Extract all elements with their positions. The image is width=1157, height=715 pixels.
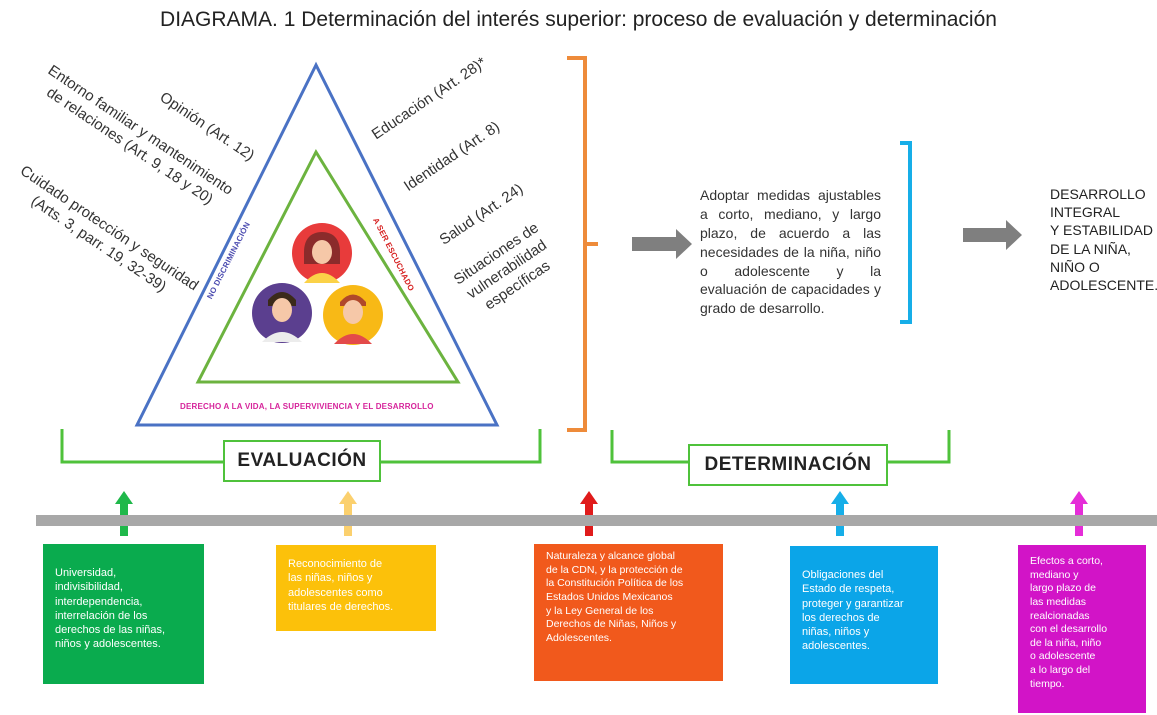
measures-text: Adoptar medidas ajustables a corto, medi… — [700, 187, 881, 317]
card-line: niños y adolescentes. — [55, 638, 161, 651]
boy-avatar-icon — [252, 283, 312, 343]
diagram-title: DIAGRAMA. 1 Determinación del interés su… — [160, 8, 997, 31]
card-line: largo plazo de — [1030, 582, 1096, 595]
card-line: interdependencia, — [55, 595, 143, 608]
card-line: adolescentes. — [802, 640, 870, 653]
card-line: titulares de derechos. — [288, 600, 394, 613]
card-line: tiempo. — [1030, 677, 1065, 690]
card-line: interrelación de los — [55, 609, 148, 622]
card-line: adolescentes como — [288, 586, 383, 599]
card-line: o adolescente — [1030, 650, 1096, 663]
up-arrow-icon — [339, 491, 357, 536]
girl-avatar-icon — [292, 223, 352, 283]
card-line: Naturaleza y alcance global — [546, 550, 675, 562]
up-arrow-icon — [115, 491, 133, 536]
card-line: Reconocimiento de — [288, 558, 383, 570]
arrow-right-icon — [963, 220, 1022, 250]
child-avatar-icon — [323, 285, 383, 345]
card-line: los derechos de — [802, 611, 880, 624]
card-line: proteger y garantizar — [802, 597, 904, 610]
card-line: de la CDN, y la protección de — [546, 563, 683, 576]
card-line: de la niña, niño — [1030, 636, 1102, 649]
card-line: la Constitución Política de los — [546, 577, 684, 590]
evaluation-bracket — [567, 56, 598, 432]
card-line: y la Ley General de los — [546, 604, 654, 617]
result-text: DESARROLLO INTEGRAL Y ESTABILIDAD DE LA … — [1050, 186, 1157, 293]
card-line: Derechos de Niñas, Niños y — [546, 618, 677, 631]
card-reconocimiento: Reconocimiento de las niñas, niños y ado… — [276, 545, 436, 631]
card-line: indivisibilidad, — [55, 581, 123, 594]
card-line: las medidas — [1030, 595, 1087, 608]
card-line: Adolescentes. — [546, 631, 612, 644]
card-obligaciones-estado: Obligaciones del Estado de respeta, prot… — [790, 546, 938, 684]
determination-bracket — [900, 141, 912, 324]
card-line: Universidad, — [55, 567, 117, 579]
timeline-bar — [36, 515, 1157, 526]
card-line: Efectos a corto, — [1030, 555, 1103, 567]
up-arrow-icon — [580, 491, 598, 536]
card-line: Estados Unidos Mexicanos — [546, 590, 673, 603]
label-derecho-vida: DERECHO A LA VIDA, LA SUPERVIVIENCIA Y E… — [180, 402, 434, 411]
card-line: Estado de respeta, — [802, 583, 895, 596]
outer-triangle — [134, 61, 500, 427]
card-universalidad: Universidad, indivisibilidad, interdepen… — [43, 544, 204, 684]
card-naturaleza-cdn: Naturaleza y alcance global de la CDN, y… — [534, 544, 723, 681]
determinacion-box: DETERMINACIÓN — [688, 444, 888, 486]
card-line: realcionadas — [1030, 609, 1090, 622]
evaluacion-box: EVALUACIÓN — [223, 440, 381, 482]
card-line: con el desarrollo — [1030, 623, 1108, 636]
card-efectos-plazo: Efectos a corto, mediano y largo plazo d… — [1018, 545, 1146, 713]
card-line: Obligaciones del — [802, 569, 884, 581]
arrow-right-icon — [632, 229, 692, 259]
card-line: a lo largo del — [1030, 664, 1091, 677]
card-line: mediano y — [1030, 568, 1079, 581]
card-line: derechos de las niñas, — [55, 624, 166, 637]
inner-triangle — [195, 148, 461, 384]
up-arrow-icon — [831, 491, 849, 536]
card-line: las niñas, niños y — [288, 572, 373, 585]
card-line: niñas, niños y — [802, 626, 870, 639]
up-arrow-icon — [1070, 491, 1088, 536]
